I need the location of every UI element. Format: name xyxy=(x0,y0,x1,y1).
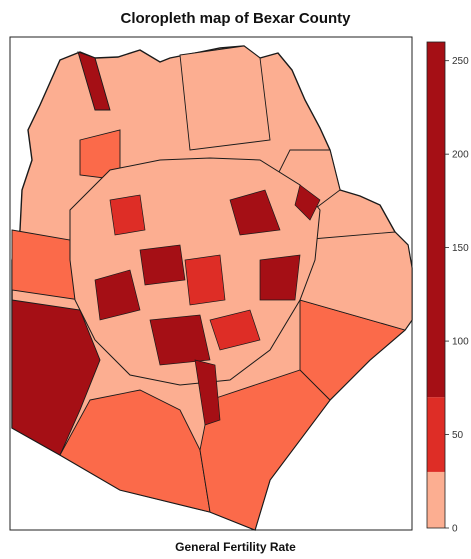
legend-frame xyxy=(426,41,446,529)
legend-tick-label-5: 250 xyxy=(452,56,469,67)
legend-tick-label-0: 0 xyxy=(452,524,458,535)
tract-south-spike xyxy=(194,359,221,426)
tract-center-3 xyxy=(184,254,226,306)
tract-north-strip xyxy=(77,51,111,111)
chart-title: Cloropleth map of Bexar County xyxy=(120,10,351,27)
legend-colorbar: 0 50 100 150 200 250 xyxy=(426,41,469,535)
tract-center-1 xyxy=(94,269,141,321)
tract-center-6 xyxy=(229,189,281,236)
legend-tick-label-3: 150 xyxy=(452,243,469,254)
x-axis-label: General Fertility Rate xyxy=(175,540,296,554)
legend-bin-2 xyxy=(427,42,445,398)
tract-far-east xyxy=(299,231,413,331)
legend-tick-label-1: 50 xyxy=(452,430,464,441)
tract-center-7 xyxy=(109,194,146,236)
tract-center-2 xyxy=(139,244,186,286)
tract-center-8 xyxy=(259,254,301,301)
tract-east-edge xyxy=(294,184,321,221)
legend-tick-label-4: 200 xyxy=(452,150,469,161)
legend-tick-label-2: 100 xyxy=(452,337,469,348)
legend-bin-0 xyxy=(427,471,445,528)
legend-bin-1 xyxy=(427,397,445,472)
tract-center-4 xyxy=(149,314,211,366)
tract-center-5 xyxy=(209,309,261,351)
tract-north xyxy=(179,45,271,151)
